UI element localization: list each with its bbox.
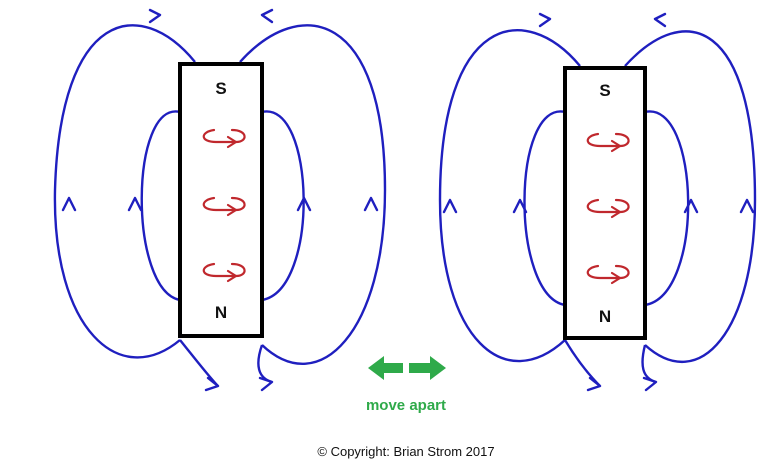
field-arrow-icon xyxy=(642,376,658,392)
spin-arrow-icon xyxy=(202,262,246,283)
right-magnet xyxy=(563,66,647,340)
field-arrow-icon xyxy=(260,8,274,24)
spin-arrow-icon xyxy=(586,264,630,285)
left-magnet-bottom-pole: N xyxy=(215,303,227,322)
field-arrow-icon xyxy=(127,196,143,212)
right-magnet-field-lines xyxy=(438,29,757,387)
field-line xyxy=(624,30,757,364)
field-arrow-icon xyxy=(204,376,220,392)
left-magnet-field-arrowheads xyxy=(61,8,379,392)
field-arrow-icon xyxy=(148,8,162,24)
field-line xyxy=(641,344,657,384)
left-magnet-field-lines xyxy=(53,24,387,387)
field-line xyxy=(523,110,566,307)
field-arrow-icon xyxy=(653,12,667,28)
copyright-text: © Copyright: Brian Strom 2017 xyxy=(317,444,494,459)
move-apart-label: move apart xyxy=(366,397,446,414)
field-line xyxy=(261,110,305,302)
field-arrow-icon xyxy=(683,198,699,214)
spin-arrow-icon xyxy=(586,132,630,153)
spin-arrow-icon xyxy=(202,128,246,149)
right-magnet-bottom-pole: N xyxy=(599,307,611,326)
field-arrow-icon xyxy=(512,198,528,214)
field-line xyxy=(53,24,196,359)
spin-arrow-icon xyxy=(586,198,630,219)
field-line xyxy=(239,24,387,365)
field-arrow-icon xyxy=(586,376,602,392)
field-arrow-icon xyxy=(258,376,274,392)
field-line xyxy=(563,339,601,387)
field-line xyxy=(644,110,690,307)
right-magnet-spin-arrows xyxy=(586,132,630,285)
field-arrow-icon xyxy=(363,196,379,212)
left-magnet xyxy=(178,62,264,338)
double-arrow-left-right-icon xyxy=(368,356,446,380)
field-arrow-icon xyxy=(739,198,755,214)
left-magnet-top-pole: S xyxy=(215,79,226,98)
spin-arrow-icon xyxy=(202,196,246,217)
right-magnet-top-pole: S xyxy=(599,81,610,100)
right-magnet-field-arrowheads xyxy=(442,12,755,392)
field-arrow-icon xyxy=(296,196,312,212)
field-arrow-icon xyxy=(538,12,552,28)
field-arrow-icon xyxy=(442,198,458,214)
field-line xyxy=(179,339,219,387)
left-magnet-spin-arrows xyxy=(202,128,246,283)
field-line xyxy=(438,29,581,363)
field-line xyxy=(140,110,181,302)
field-arrow-icon xyxy=(61,196,77,212)
